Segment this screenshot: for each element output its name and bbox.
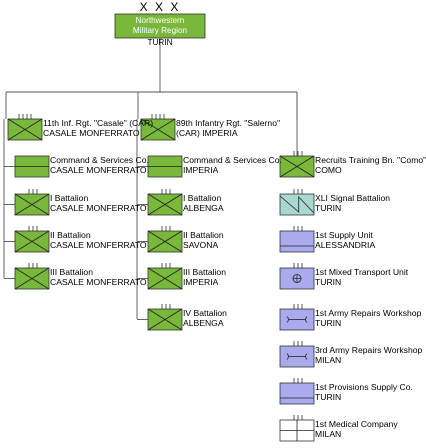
- unit-symbol-u11: [7, 114, 43, 141]
- unit-symbol-usup: [279, 226, 315, 253]
- unit-name-u89b2: II Battalion: [183, 230, 224, 240]
- unit-symbol-u89b1: [147, 189, 183, 216]
- unit-name-urep3: 3rd Army Repairs Workshop: [315, 345, 423, 355]
- unit-location-urep1: TURIN: [315, 318, 342, 328]
- unit-location-uprov: TURIN: [315, 392, 342, 402]
- unit-location-u89b4: ALBENGA: [183, 318, 224, 328]
- unit-name-ucomo: Recruits Training Bn. "Como": [315, 155, 426, 165]
- unit-symbol-u11b1: [14, 189, 50, 216]
- unit-symbol-u11b3: [14, 263, 50, 290]
- unit-name-u11b1: I Battalion: [50, 193, 89, 203]
- signal-frame: [279, 193, 315, 216]
- unit-symbol-u11b2: [14, 226, 50, 253]
- infantry-cross: [140, 118, 176, 141]
- infantry-cross: [7, 118, 43, 141]
- unit-location-u89cs: IMPERIA: [183, 165, 219, 175]
- unit-name-u89b1: I Battalion: [183, 193, 222, 203]
- unit-symbols: [7, 114, 315, 442]
- unit-name-usup: 1st Supply Unit: [315, 230, 373, 240]
- unit-name-utrans: 1st Mixed Transport Unit: [315, 267, 409, 277]
- infantry-cross: [14, 267, 50, 290]
- hq-name-line2: Military Region: [132, 26, 188, 35]
- unit-name-u89cs: Command & Services Co.: [183, 155, 282, 165]
- unit-name-usig: XLI Signal Battalion: [315, 193, 391, 203]
- unit-location-u89b2: SAVONA: [183, 240, 219, 250]
- hq-symbol: [114, 13, 206, 39]
- wrench-icon: [286, 353, 289, 360]
- unit-symbol-utrans: [279, 263, 315, 290]
- hq-city: TURIN: [147, 38, 173, 47]
- unit-location-u11b3: CASALE MONFERRATO: [50, 277, 147, 287]
- signal-bolt-icon: [279, 195, 315, 214]
- unit-location-u11: CASALE MONFERRATO: [43, 128, 140, 138]
- hq-name-line1: Northwestern: [135, 16, 185, 25]
- unit-location-u11b2: CASALE MONFERRATO: [50, 240, 147, 250]
- unit-location-u89b1: ALBENGA: [183, 203, 224, 213]
- unit-location-usup: ALESSANDRIA: [315, 240, 376, 250]
- unit-name-umed: 1st Medical Company: [315, 419, 398, 429]
- unit-name-u11: 11th Inf. Rgt. "Casale" (CAR): [43, 118, 154, 128]
- unit-symbol-u89b3: [147, 263, 183, 290]
- unit-name-urep1: 1st Army Repairs Workshop: [315, 308, 422, 318]
- connector-lines: [3, 38, 298, 320]
- unit-location-u11b1: CASALE MONFERRATO: [50, 203, 147, 213]
- unit-name-u89: 89th Infantry Rgt. "Salerno": [176, 118, 281, 128]
- unit-location-u89b3: IMPERIA: [183, 277, 219, 287]
- unit-location-u89: (CAR) IMPERIA: [176, 128, 238, 138]
- infantry-cross: [147, 308, 183, 331]
- wrench-icon: [286, 316, 289, 323]
- unit-name-u89b3: III Battalion: [183, 267, 226, 277]
- unit-name-uprov: 1st Provisions Supply Co.: [315, 382, 413, 392]
- unit-name-u89b4: IV Battalion: [183, 308, 227, 318]
- unit-symbol-u89b4: [147, 304, 183, 331]
- wrench-icon: [305, 353, 308, 360]
- supply-frame: [279, 230, 315, 253]
- infantry-cross: [14, 193, 50, 216]
- unit-symbol-urep3: [279, 341, 315, 368]
- unit-symbol-umed: [279, 415, 315, 442]
- unit-location-utrans: TURIN: [315, 277, 342, 287]
- unit-location-ucomo: COMO: [315, 165, 342, 175]
- unit-symbol-u89cs: [147, 155, 183, 178]
- unit-symbol-uprov: [279, 378, 315, 405]
- unit-name-u11cs: Command & Services Co.: [50, 155, 149, 165]
- unit-location-usig: TURIN: [315, 203, 342, 213]
- infantry-cross: [147, 230, 183, 253]
- unit-symbol-u89: [140, 114, 176, 141]
- unit-name-u11b2: II Battalion: [50, 230, 91, 240]
- infantry-cross: [14, 230, 50, 253]
- unit-name-u11b3: III Battalion: [50, 267, 93, 277]
- unit-symbol-u11cs: [14, 155, 50, 178]
- unit-symbol-urep1: [279, 304, 315, 331]
- unit-location-umed: MILAN: [315, 429, 342, 439]
- unit-symbol-u89b2: [147, 226, 183, 253]
- hq-echelon-mark: X X X: [139, 0, 181, 14]
- infantry-cross: [279, 155, 315, 178]
- unit-location-urep3: MILAN: [315, 355, 342, 365]
- wrench-icon: [305, 316, 308, 323]
- unit-location-u11cs: CASALE MONFERRATO: [50, 165, 147, 175]
- unit-symbol-ucomo: [279, 151, 315, 178]
- unit-symbol-usig: [279, 189, 315, 216]
- supply-frame: [279, 382, 315, 405]
- infantry-cross: [147, 267, 183, 290]
- infantry-cross: [147, 193, 183, 216]
